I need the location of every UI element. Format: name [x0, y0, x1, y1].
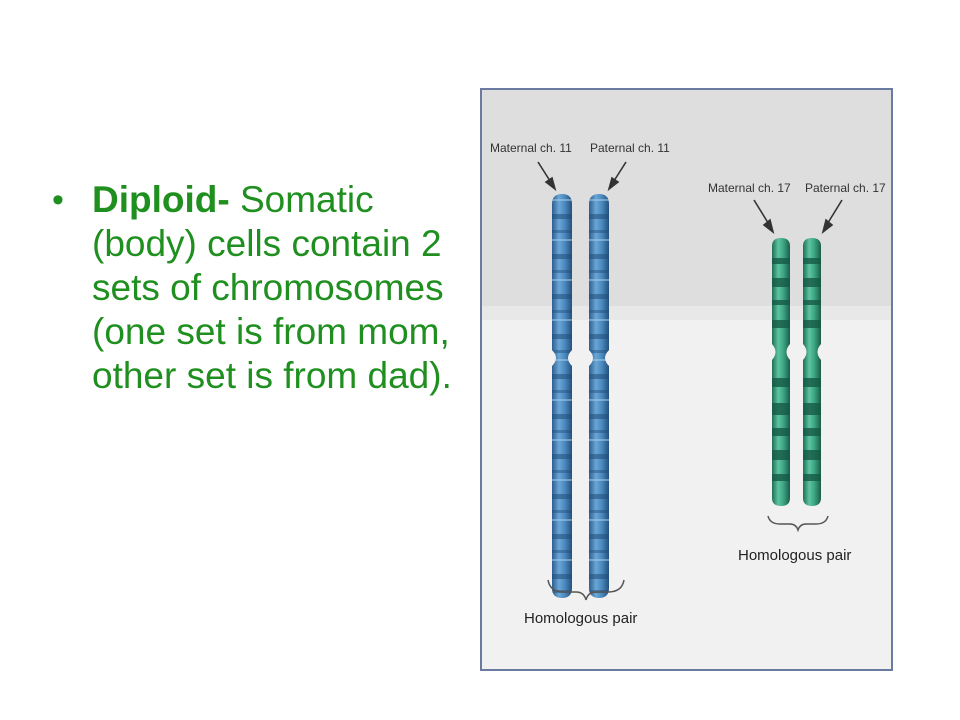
figure-bg-band [482, 306, 891, 320]
term-diploid: Diploid- [92, 179, 230, 220]
label-maternal-ch17: Maternal ch. 17 [708, 181, 791, 195]
bullet-item: • Diploid- Somatic (body) cells contain … [52, 178, 472, 398]
bullet-dot-icon: • [52, 181, 64, 219]
label-paternal-ch11: Paternal ch. 11 [590, 141, 670, 155]
bullet-text: Diploid- Somatic (body) cells contain 2 … [92, 178, 472, 398]
label-homologous-pair-11: Homologous pair [524, 610, 637, 627]
arrow-maternal-ch11 [537, 161, 557, 192]
arrow-paternal-ch11 [607, 161, 627, 192]
homologous-chromosomes-figure: Maternal ch. 11 Paternal ch. 11 Maternal… [480, 88, 893, 671]
chromosome-diagram: Maternal ch. 11 Paternal ch. 11 Maternal… [480, 88, 893, 671]
label-homologous-pair-17: Homologous pair [738, 547, 851, 564]
term-definition: Somatic (body) cells contain 2 sets of c… [92, 179, 452, 396]
chromosome-11-paternal [589, 194, 609, 598]
arrow-paternal-ch17 [821, 199, 843, 235]
arrow-maternal-ch17 [753, 199, 775, 235]
figure-bg-top [482, 90, 891, 316]
label-maternal-ch11: Maternal ch. 11 [490, 141, 572, 155]
chromosome-17-paternal [803, 238, 821, 506]
label-paternal-ch17: Paternal ch. 17 [805, 181, 886, 195]
brace-pair-11 [547, 579, 625, 601]
chromosome-17-maternal [772, 238, 790, 506]
chromosome-11-maternal [552, 194, 572, 598]
brace-pair-17 [767, 515, 829, 533]
